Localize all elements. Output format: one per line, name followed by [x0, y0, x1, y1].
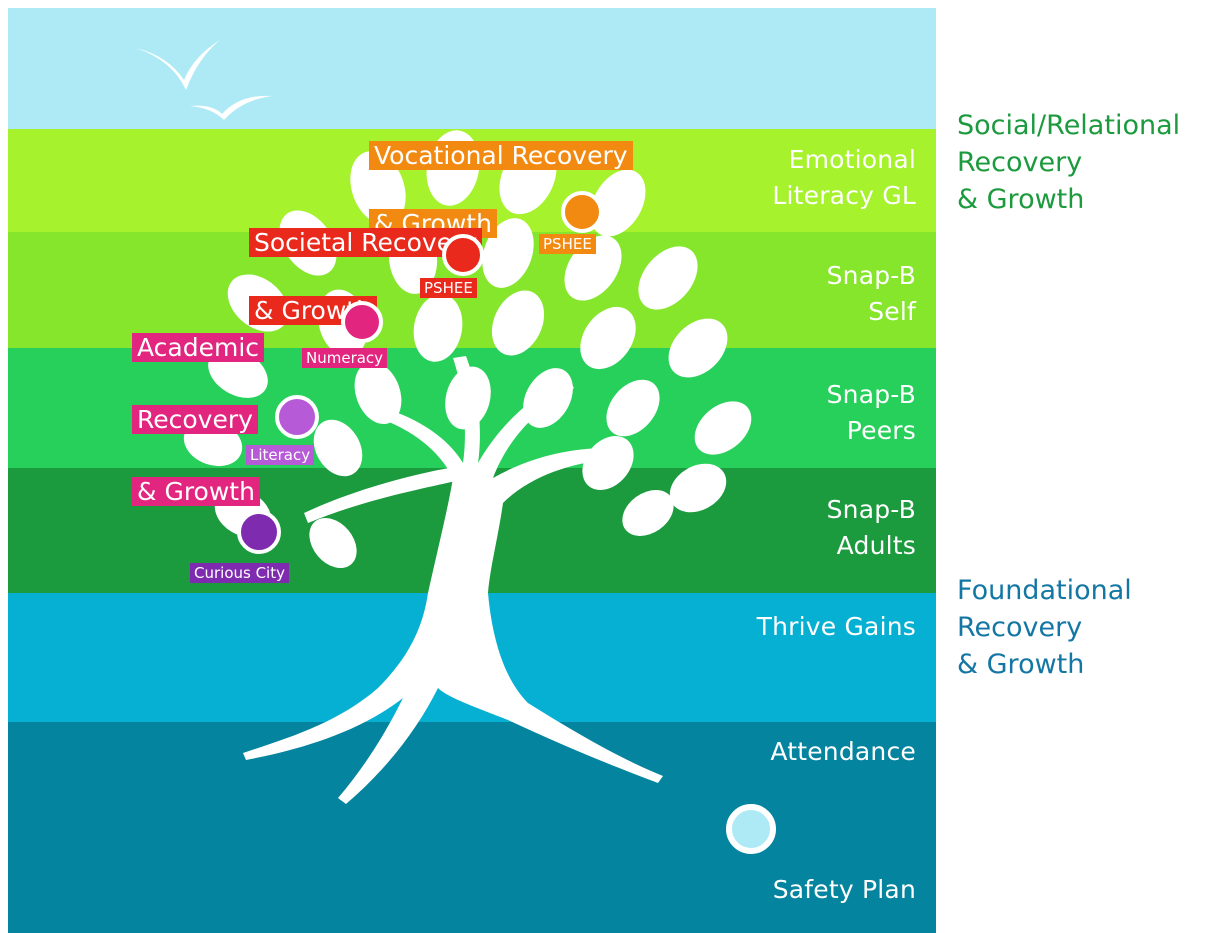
pshee-orange-label: PSHEE: [539, 234, 596, 254]
academic-tag: Academic Recovery & Growth: [132, 294, 265, 510]
academic-tag-line-3: & Growth: [132, 477, 260, 506]
safety-plan-label: Safety Plan: [772, 875, 916, 904]
pshee-red-label: PSHEE: [420, 278, 477, 298]
emotional-literacy-label: Emotional Literacy GL: [772, 145, 916, 210]
vocational-tag-line-1: Vocational Recovery: [369, 141, 633, 170]
sky-band: [8, 8, 936, 129]
academic-tag-line-2: Recovery: [132, 405, 258, 434]
recovery-tree-diagram: Emotional Literacy GL Snap-B Self Snap-B…: [8, 8, 936, 933]
numeracy-dot: [341, 301, 383, 343]
snap-b-adults-label: Snap-B Adults: [826, 495, 916, 560]
safety-plan-marker: [726, 804, 776, 854]
academic-tag-line-1: Academic: [132, 333, 265, 362]
thrive-gains-label: Thrive Gains: [756, 612, 916, 641]
attendance-band: [8, 722, 936, 933]
birds-icon: [136, 40, 272, 120]
literacy-dot: [275, 395, 319, 439]
numeracy-label: Numeracy: [302, 348, 388, 368]
snap-b-peers-label: Snap-B Peers: [826, 380, 916, 445]
curious-city-dot: [237, 510, 281, 554]
social-relational-heading: Social/Relational Recovery & Growth: [957, 110, 1181, 215]
snap-b-self-label: Snap-B Self: [826, 261, 916, 326]
pshee-red-dot: [442, 234, 484, 276]
foundational-heading: Foundational Recovery & Growth: [957, 575, 1132, 680]
pshee-orange-dot: [561, 191, 603, 233]
literacy-label: Literacy: [246, 445, 315, 465]
curious-city-label: Curious City: [190, 563, 289, 583]
attendance-label: Attendance: [770, 737, 916, 766]
